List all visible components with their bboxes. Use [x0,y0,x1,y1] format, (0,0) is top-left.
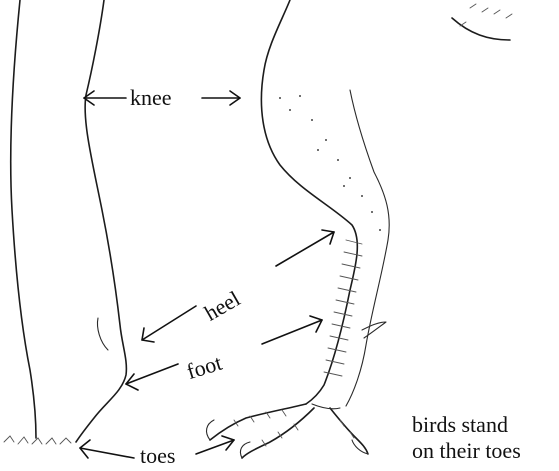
heel-arrows [142,230,334,342]
bird-thigh-speckles [279,95,381,231]
bird-leg [207,0,512,458]
foot-label: foot [184,350,225,384]
human-toes [4,436,71,444]
bird-toes [207,404,368,458]
foot-arrows [126,316,322,390]
bird-feather-hatching [460,4,512,26]
human-leg-back-outline [11,0,36,438]
knee-label: knee [130,85,172,110]
human-leg-front-outline [76,0,126,442]
caption-line-1: birds stand [412,412,508,437]
human-heel-bump [97,318,108,350]
toes-label: toes [140,443,175,468]
bird-thigh-front-outline [261,0,357,404]
bird-spur [362,322,386,338]
bird-thigh-back-outline [346,90,389,406]
bird-feather-edge [452,18,510,40]
heel-label: heel [200,286,244,326]
human-leg [4,0,126,444]
caption-line-2: on their toes [412,438,521,463]
